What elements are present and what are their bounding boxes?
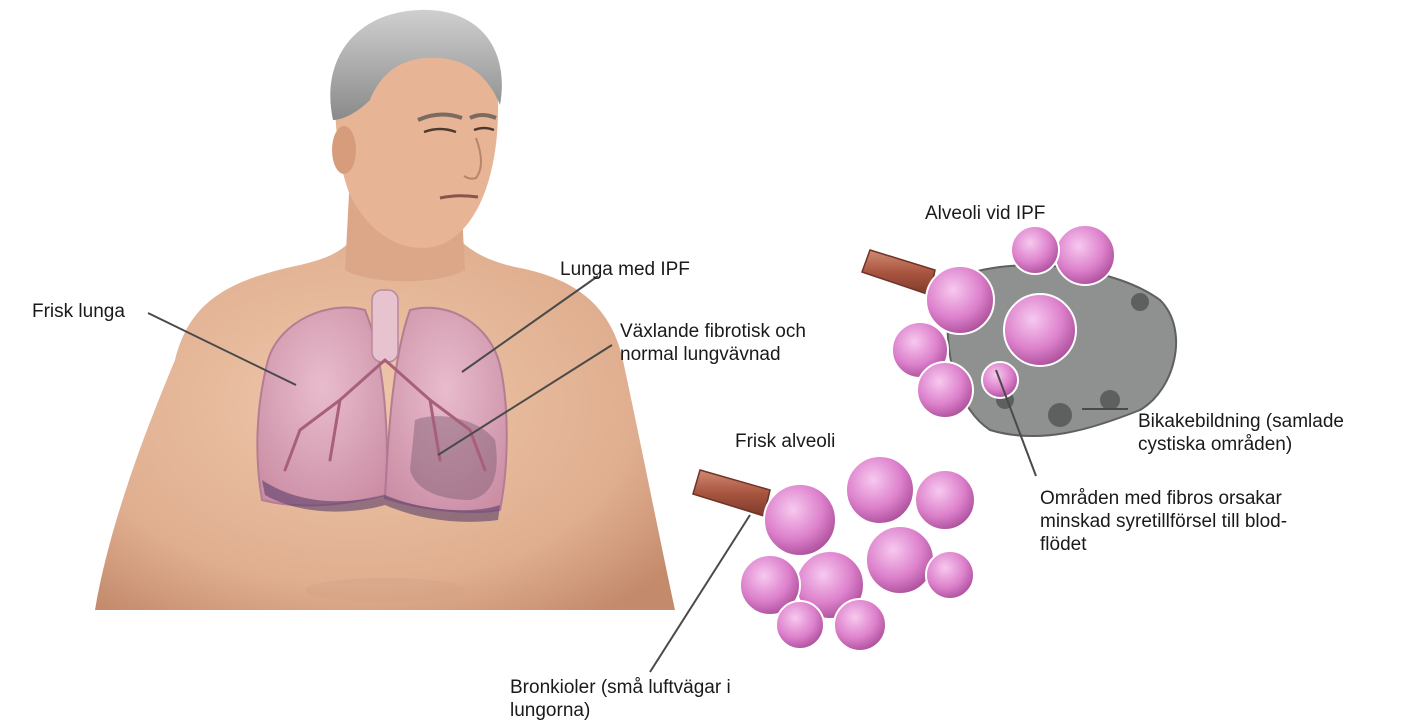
label-mixed-tissue-line-2: normal lungvävnad xyxy=(620,343,806,366)
label-honeycombing: Bikakebildning (samlade cystiska områden… xyxy=(1138,410,1344,456)
label-honeycombing-line-2: cystiska områden) xyxy=(1138,433,1344,456)
label-healthy-lung-text: Frisk lunga xyxy=(32,300,125,323)
label-bronchioles: Bronkioler (små luftvägar i lungorna) xyxy=(510,676,731,722)
alveoli-healthy-sacs xyxy=(740,456,975,651)
label-mixed-tissue: Växlande fibrotisk och normal lungvävnad xyxy=(620,320,806,366)
honeycomb-cyst xyxy=(1131,293,1149,311)
label-fibrosis-areas: Områden med fibros orsakar minskad syret… xyxy=(1040,487,1287,556)
lungs xyxy=(257,290,506,522)
label-fibrosis-areas-line-1: Områden med fibros orsakar xyxy=(1040,487,1287,510)
label-fibrosis-areas-line-2: minskad syretillförsel till blod- xyxy=(1040,510,1287,533)
label-ipf-lung: Lunga med IPF xyxy=(560,258,690,281)
ear xyxy=(332,126,356,174)
alveoli-ipf-illustration xyxy=(862,225,1176,436)
label-alveoli-ipf-text: Alveoli vid IPF xyxy=(925,202,1045,225)
label-healthy-lung: Frisk lunga xyxy=(32,300,125,323)
navel-shadow xyxy=(305,578,465,602)
alveoli-healthy-illustration xyxy=(693,456,975,651)
label-healthy-alveoli-text: Frisk alveoli xyxy=(735,430,835,453)
label-bronchioles-line-1: Bronkioler (små luftvägar i xyxy=(510,676,731,699)
trachea xyxy=(372,290,398,362)
label-alveoli-ipf: Alveoli vid IPF xyxy=(925,202,1045,225)
label-mixed-tissue-line-1: Växlande fibrotisk och xyxy=(620,320,806,343)
bronchiole-healthy xyxy=(693,470,770,516)
label-honeycombing-line-1: Bikakebildning (samlade xyxy=(1138,410,1344,433)
label-ipf-lung-text: Lunga med IPF xyxy=(560,258,690,281)
honeycomb-cyst xyxy=(1048,403,1072,427)
bronchiole-ipf xyxy=(862,250,935,295)
honeycomb-cyst xyxy=(1100,390,1120,410)
label-fibrosis-areas-line-3: flödet xyxy=(1040,533,1287,556)
label-healthy-alveoli: Frisk alveoli xyxy=(735,430,835,453)
label-bronchioles-line-2: lungorna) xyxy=(510,699,731,722)
